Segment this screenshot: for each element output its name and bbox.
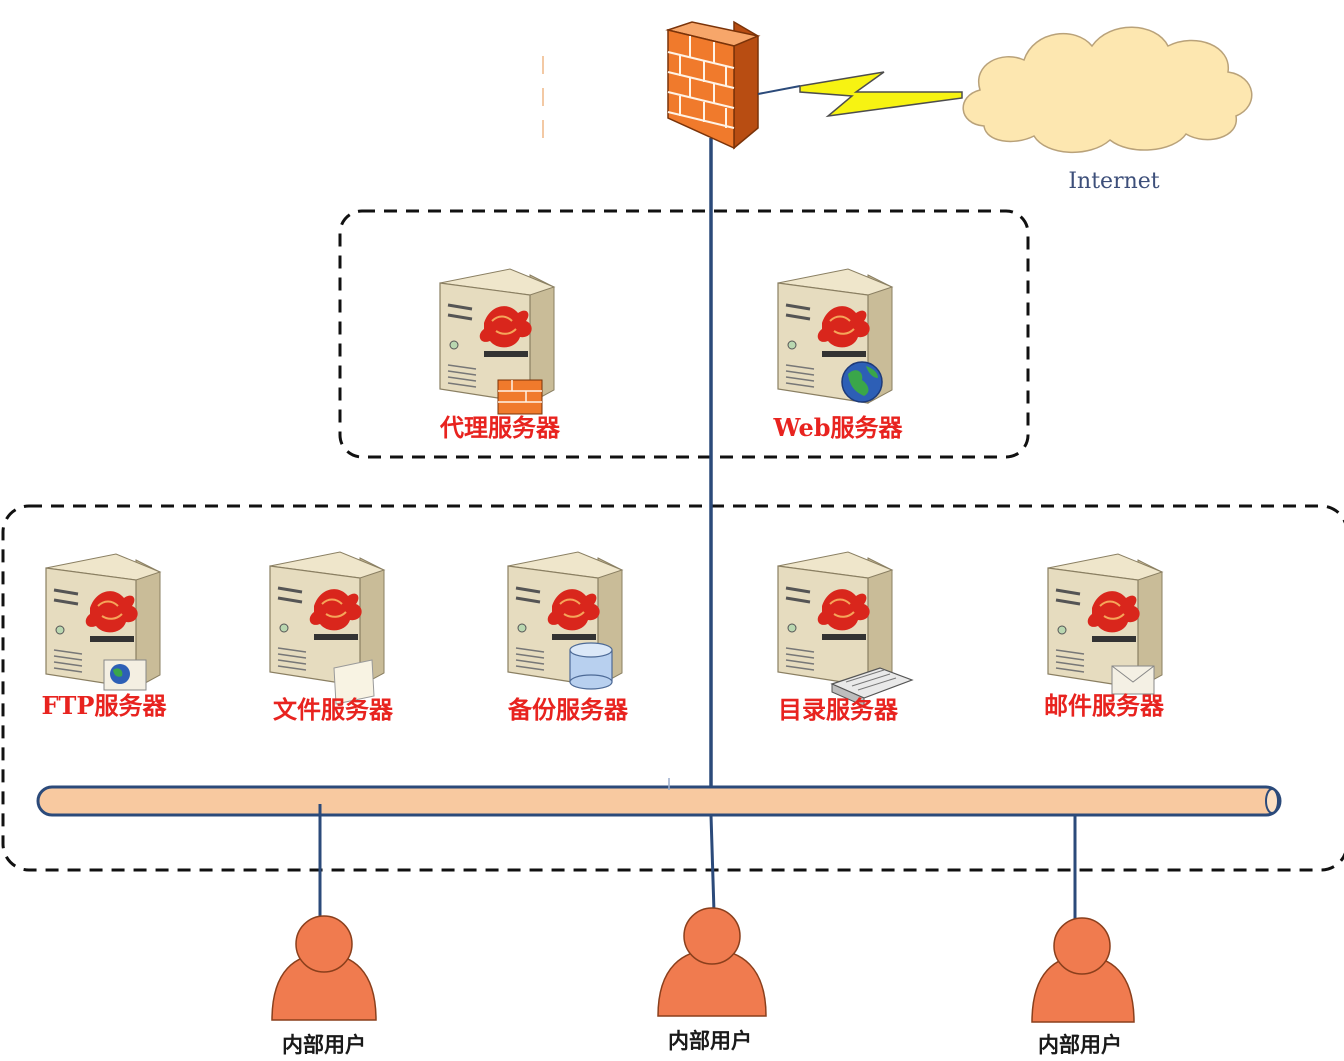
- user-label: 内部用户: [282, 1032, 366, 1057]
- file-server: 文件服务器: [268, 550, 394, 724]
- user-label: 内部用户: [668, 1028, 752, 1053]
- user-label: 内部用户: [1038, 1032, 1122, 1057]
- user-drop-line: [709, 814, 716, 913]
- document-icon: [333, 659, 375, 705]
- server-label: Web服务器: [772, 413, 903, 442]
- web-server: Web服务器: [772, 267, 904, 442]
- firewall-badge-icon: [497, 379, 543, 415]
- server-label: 备份服务器: [507, 695, 629, 724]
- globe-icon: [841, 361, 883, 403]
- database-icon: [569, 642, 613, 690]
- firewall-icon: [665, 20, 761, 150]
- backup-server: 备份服务器: [506, 550, 629, 724]
- internal-zone: [1, 504, 1344, 872]
- server-label: 文件服务器: [273, 695, 394, 724]
- server-label: FTP服务器: [42, 691, 168, 720]
- cloud-icon: [962, 26, 1253, 153]
- mail-server: 邮件服务器: [1044, 552, 1165, 720]
- internet-label: Internet: [1068, 169, 1159, 194]
- globe-doc-icon: [103, 659, 147, 691]
- user-icon: [657, 907, 767, 1017]
- user-icon: [271, 915, 377, 1021]
- wan-link: [757, 71, 963, 118]
- server-label: 代理服务器: [439, 413, 561, 442]
- server-label: 邮件服务器: [1044, 691, 1165, 720]
- directory-server: 目录服务器: [776, 550, 914, 724]
- network-bus: [36, 785, 1282, 817]
- user-icon: [1031, 917, 1135, 1023]
- ftp-server: FTP服务器: [42, 552, 168, 720]
- proxy-server: 代理服务器: [438, 267, 561, 442]
- envelope-icon: [1111, 665, 1155, 695]
- directory-icon: [830, 667, 914, 707]
- dmz-zone: [338, 209, 1030, 459]
- server-label: 目录服务器: [778, 695, 899, 724]
